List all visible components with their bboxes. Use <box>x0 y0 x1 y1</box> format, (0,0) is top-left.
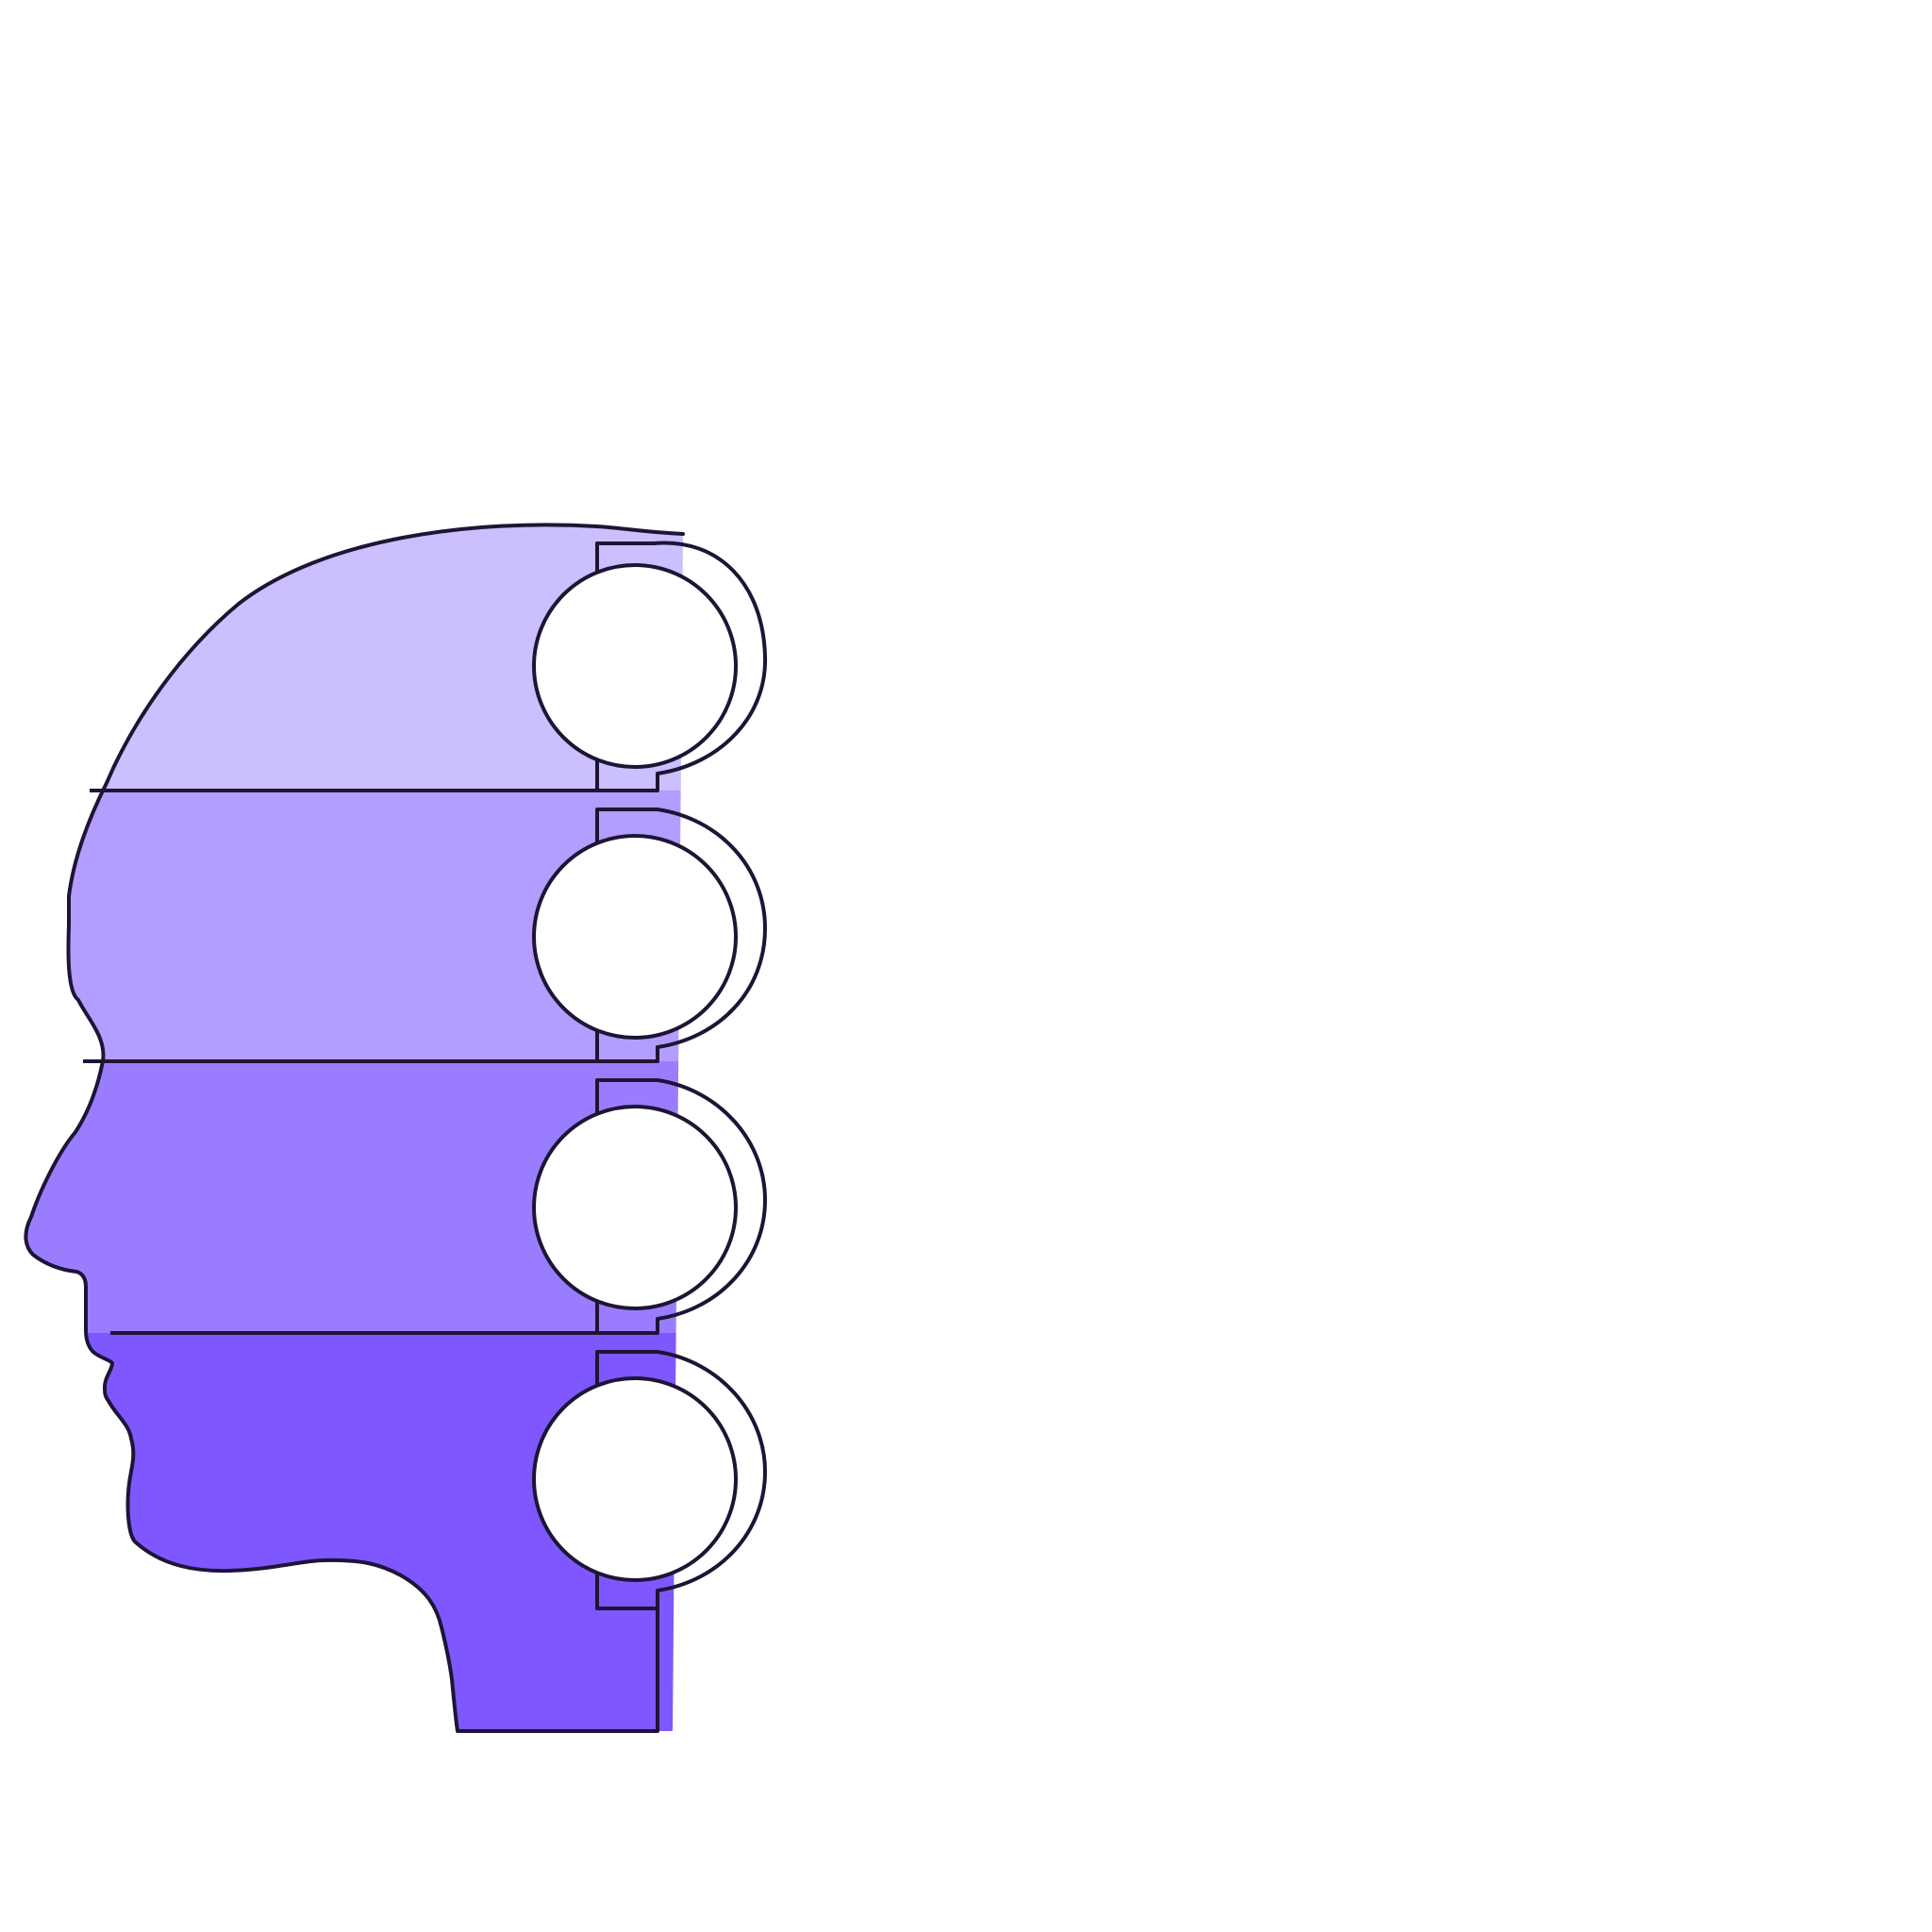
segment-lobe-1 <box>595 541 768 792</box>
segment-circle-4 <box>532 1376 738 1582</box>
segment-circle-1 <box>532 563 738 769</box>
segment-lobe-2 <box>595 808 767 1063</box>
segment-circle-3 <box>532 1105 738 1310</box>
segment-lobe-4 <box>595 1350 767 1610</box>
segment-lobe-3 <box>595 1078 767 1335</box>
head-outline <box>24 523 685 1733</box>
segment-circle-2 <box>532 834 738 1040</box>
